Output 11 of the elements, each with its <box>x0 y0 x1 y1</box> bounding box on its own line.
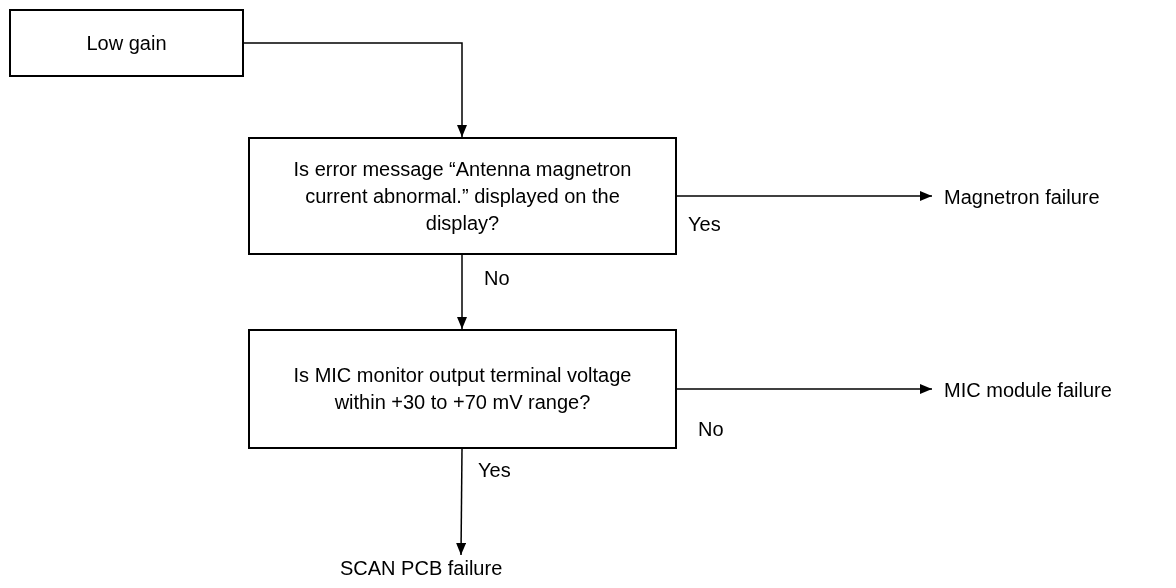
process-box: Is error message “Antenna magnetron current abnormal.” displayed on the display? <box>248 137 677 255</box>
outcome-text: SCAN PCB failure <box>340 555 580 581</box>
arrow <box>676 384 933 394</box>
process-box: Low gain <box>9 9 244 77</box>
arrow <box>457 254 467 330</box>
process-box: Is MIC monitor output terminal voltage within +30 to +70 mV range? <box>248 329 677 449</box>
outcome-text: Magnetron failure <box>944 184 1170 210</box>
arrow <box>456 448 467 556</box>
arrow <box>243 42 467 138</box>
arrow <box>676 191 933 201</box>
outcome-text: MIC module failure <box>944 377 1170 403</box>
